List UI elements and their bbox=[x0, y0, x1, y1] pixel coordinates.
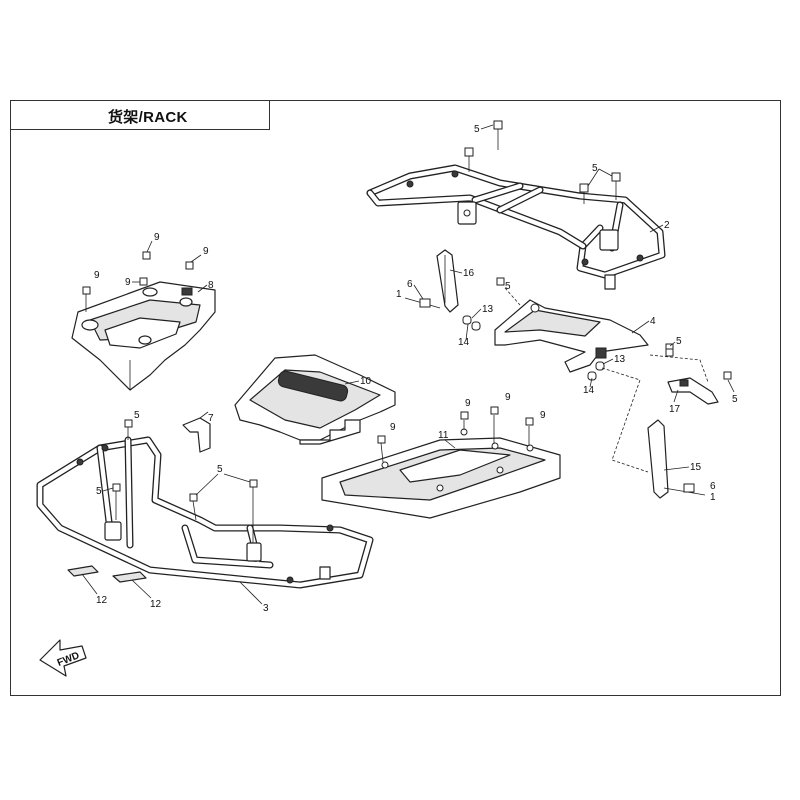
callout-13b: 13 bbox=[614, 354, 626, 365]
callout-3: 3 bbox=[263, 603, 269, 614]
small-bracket bbox=[182, 411, 211, 453]
callout-9f: 9 bbox=[505, 392, 511, 403]
center-logo-panel bbox=[234, 354, 396, 445]
callout-9b: 9 bbox=[203, 246, 209, 257]
callout-9d: 9 bbox=[125, 277, 131, 288]
callout-6b: 6 bbox=[710, 481, 716, 492]
callout-11: 11 bbox=[438, 430, 449, 441]
front-rack-frame bbox=[36, 436, 374, 589]
callout-2: 2 bbox=[664, 220, 670, 231]
callout-13a: 13 bbox=[482, 304, 494, 315]
callout-9c: 9 bbox=[94, 270, 100, 281]
callout-14a: 14 bbox=[458, 337, 470, 348]
callout-14b: 14 bbox=[583, 385, 595, 396]
bolt-group-front-rack bbox=[112, 419, 258, 543]
fasteners bbox=[404, 277, 732, 496]
cross-beam-4 bbox=[494, 299, 649, 373]
callout-12a: 12 bbox=[96, 595, 108, 606]
callout-9a: 9 bbox=[154, 232, 160, 243]
callout-1a: 1 bbox=[396, 289, 402, 300]
callout-5g: 5 bbox=[96, 486, 102, 497]
callout-5a: 5 bbox=[474, 124, 480, 135]
left-storage-box bbox=[71, 281, 216, 391]
callout-7: 7 bbox=[208, 413, 214, 424]
flat-rack-panel bbox=[321, 428, 561, 519]
latch-17 bbox=[667, 377, 719, 405]
callouts: 5 5 2 9 9 9 9 8 16 6 1 5 13 14 4 5 13 1 bbox=[81, 124, 738, 614]
callout-12b: 12 bbox=[150, 599, 162, 610]
page-title: 货架/RACK bbox=[108, 109, 188, 126]
support-bracket-16 bbox=[436, 249, 459, 313]
callout-9e: 9 bbox=[465, 398, 471, 409]
fwd-arrow-icon: FWD bbox=[39, 639, 87, 677]
callout-8: 8 bbox=[208, 280, 214, 291]
callout-5d: 5 bbox=[676, 336, 682, 347]
callout-5f: 5 bbox=[134, 410, 140, 421]
bolt-group-storage-box bbox=[82, 251, 194, 312]
callout-17: 17 bbox=[669, 404, 681, 415]
callout-16: 16 bbox=[463, 268, 475, 279]
callout-9g: 9 bbox=[540, 410, 546, 421]
pads bbox=[67, 565, 147, 583]
assembly-lines bbox=[504, 287, 709, 473]
callout-5c: 5 bbox=[505, 281, 511, 292]
callout-10: 10 bbox=[360, 376, 372, 387]
callout-4: 4 bbox=[650, 316, 656, 327]
side-bracket-15 bbox=[647, 419, 669, 499]
callout-1b: 1 bbox=[710, 492, 716, 503]
callout-15: 15 bbox=[690, 462, 702, 473]
callout-5b: 5 bbox=[592, 163, 598, 174]
bolt-group-flat-rack bbox=[377, 406, 534, 463]
callout-5h: 5 bbox=[217, 464, 223, 475]
callout-6a: 6 bbox=[407, 279, 413, 290]
callout-5e: 5 bbox=[732, 394, 738, 405]
rear-rack-frame bbox=[366, 164, 666, 290]
title-box: 货架/RACK bbox=[10, 100, 270, 130]
diagram-frame bbox=[10, 100, 781, 696]
callout-9h: 9 bbox=[390, 422, 396, 433]
bolt-group-upper-rack bbox=[464, 120, 621, 204]
